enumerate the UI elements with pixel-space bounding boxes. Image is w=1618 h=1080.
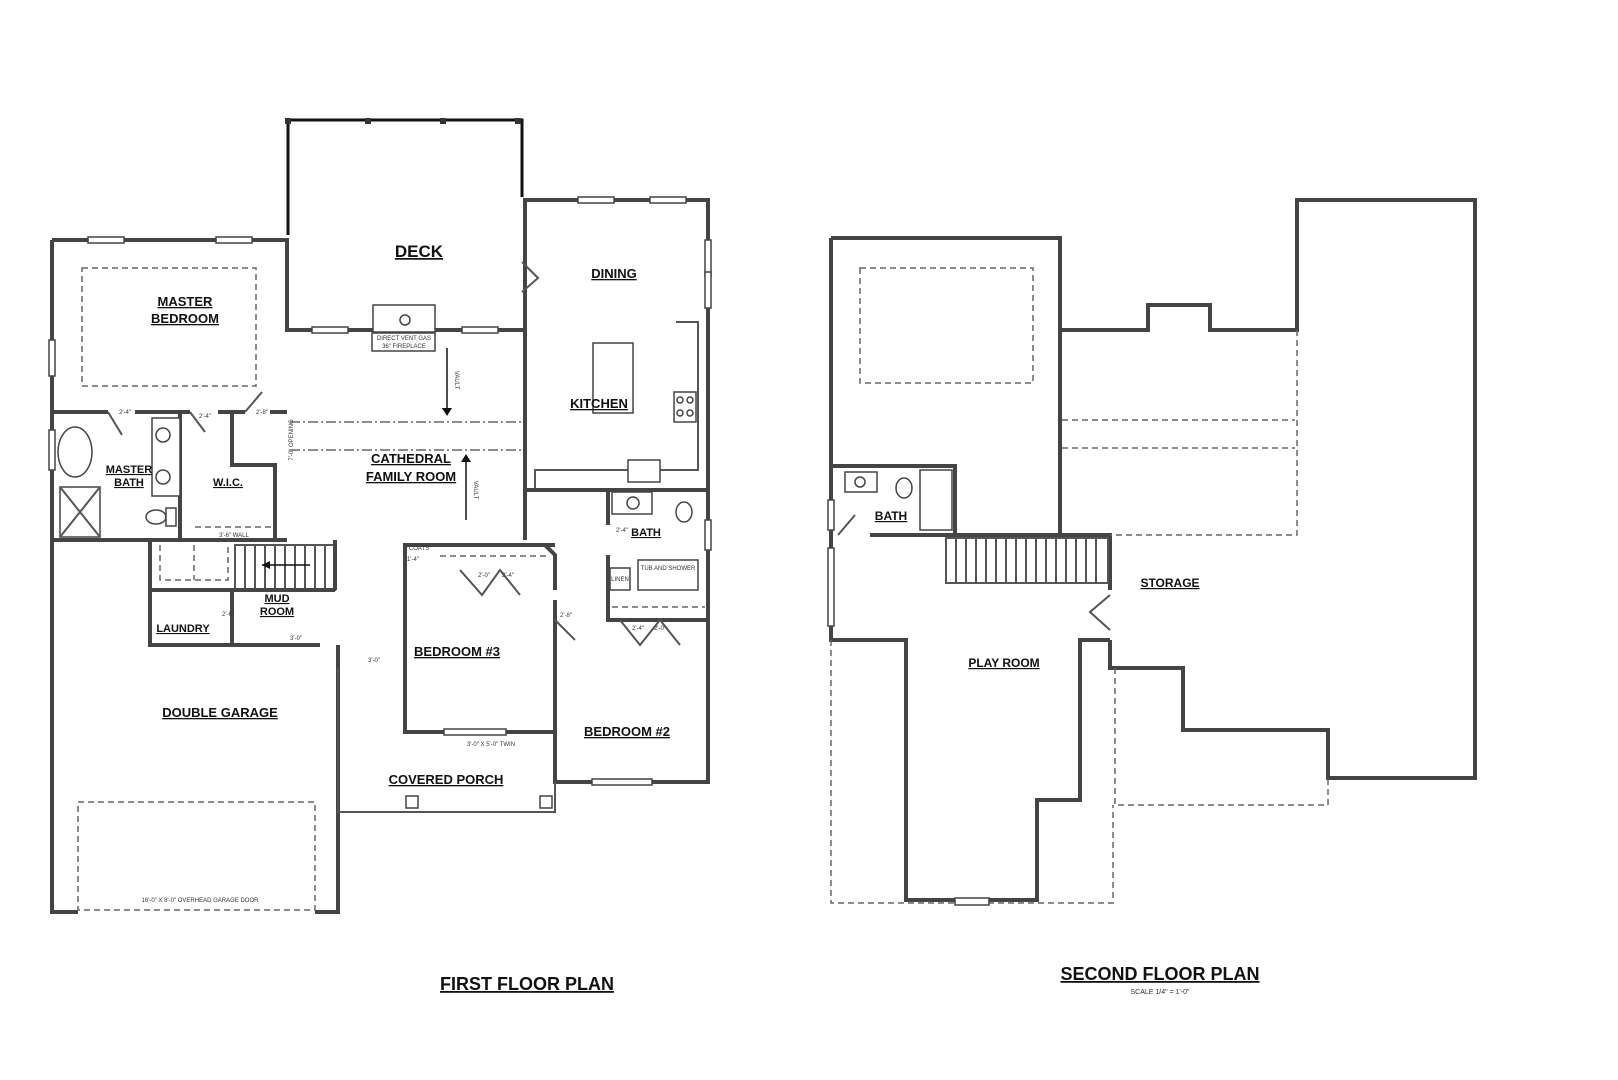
exterior-wall bbox=[831, 198, 1477, 780]
room-label-wic: W.I.C. bbox=[213, 477, 243, 489]
room-label-master-bedroom: MASTER bbox=[158, 294, 214, 309]
door-size: 1'-4" bbox=[407, 557, 419, 563]
room-label-master-bath: BATH bbox=[114, 477, 144, 489]
door-size: 2'-8" bbox=[256, 410, 268, 416]
room-label-master-bedroom: BEDROOM bbox=[151, 311, 219, 326]
opening-note: 7'-0" OPENING bbox=[289, 419, 295, 461]
room-label-bath: BATH bbox=[631, 527, 661, 539]
vault-note: VAULT bbox=[472, 481, 478, 500]
room-label-bath: BATH bbox=[875, 509, 907, 523]
room-label-deck: DECK bbox=[395, 242, 444, 261]
door-size: 2'-4" bbox=[119, 410, 131, 416]
first-floor-plan-title: FIRST FLOOR PLAN bbox=[440, 974, 614, 994]
second-floor-plan-title: SECOND FLOOR PLAN bbox=[1060, 964, 1259, 984]
tub-note: TUB AND SHOWER bbox=[641, 566, 696, 572]
room-label-family-room: CATHEDRAL bbox=[371, 451, 451, 466]
door-size: 2'-0" bbox=[478, 573, 490, 579]
stairs bbox=[234, 544, 336, 591]
room-label-family-room: FAMILY ROOM bbox=[366, 469, 456, 484]
door-size: 2'-4" bbox=[616, 528, 628, 534]
room-label-bedroom-2: BEDROOM #2 bbox=[584, 724, 670, 739]
scale-note: SCALE 1/4" = 1'-0" bbox=[1130, 989, 1190, 996]
room-label-mud-room: MUD bbox=[264, 593, 289, 605]
door-size: 2'-4" bbox=[632, 626, 644, 632]
room-label-master-bath: MASTER bbox=[106, 464, 153, 476]
door-size: 2'-4" bbox=[502, 573, 514, 579]
vault-note: VAULT bbox=[453, 371, 459, 390]
linen-note: LINEN bbox=[611, 577, 629, 583]
garage-door-note: 16'-0" X 8'-0" OVERHEAD GARAGE DOOR bbox=[142, 898, 260, 904]
half-wall-note: 3'-6" WALL bbox=[219, 533, 249, 539]
room-label-double-garage: DOUBLE GARAGE bbox=[162, 705, 278, 720]
door-size: 2'-4" bbox=[199, 414, 211, 420]
door-size: 2'-8" bbox=[560, 613, 572, 619]
room-label-laundry: LAUNDRY bbox=[156, 623, 210, 635]
fireplace-note: DIRECT VENT GAS bbox=[377, 336, 431, 342]
room-label-covered-porch: COVERED PORCH bbox=[389, 772, 504, 787]
second-floor-plan: BATH STORAGE PLAY ROOM SECOND FLOOR PLAN… bbox=[827, 198, 1477, 996]
fireplace-size-note: 36" FIREPLACE bbox=[382, 344, 426, 350]
stairs bbox=[945, 537, 1109, 584]
room-label-storage: STORAGE bbox=[1140, 576, 1199, 590]
first-floor-plan: DIRECT VENT GAS 36" FIREPLACE VAULT VAUL… bbox=[48, 118, 712, 994]
room-label-mud-room: ROOM bbox=[260, 606, 294, 618]
room-label-bedroom-3: BEDROOM #3 bbox=[414, 644, 500, 659]
room-label-dining: DINING bbox=[591, 266, 637, 281]
coats-note: COATS bbox=[409, 546, 429, 552]
room-label-play-room: PLAY ROOM bbox=[968, 656, 1039, 670]
porch-outline bbox=[337, 668, 556, 813]
deck-railing bbox=[286, 118, 524, 235]
door-size: 3'-0" bbox=[368, 658, 380, 664]
door-size: 2'-0" bbox=[654, 626, 666, 632]
door-size: 3'-0" bbox=[290, 636, 302, 642]
door-size: 2'-6" bbox=[222, 612, 234, 618]
window-note: 3'-0" X 5'-0" TWIN bbox=[467, 742, 515, 748]
room-label-kitchen: KITCHEN bbox=[570, 396, 628, 411]
